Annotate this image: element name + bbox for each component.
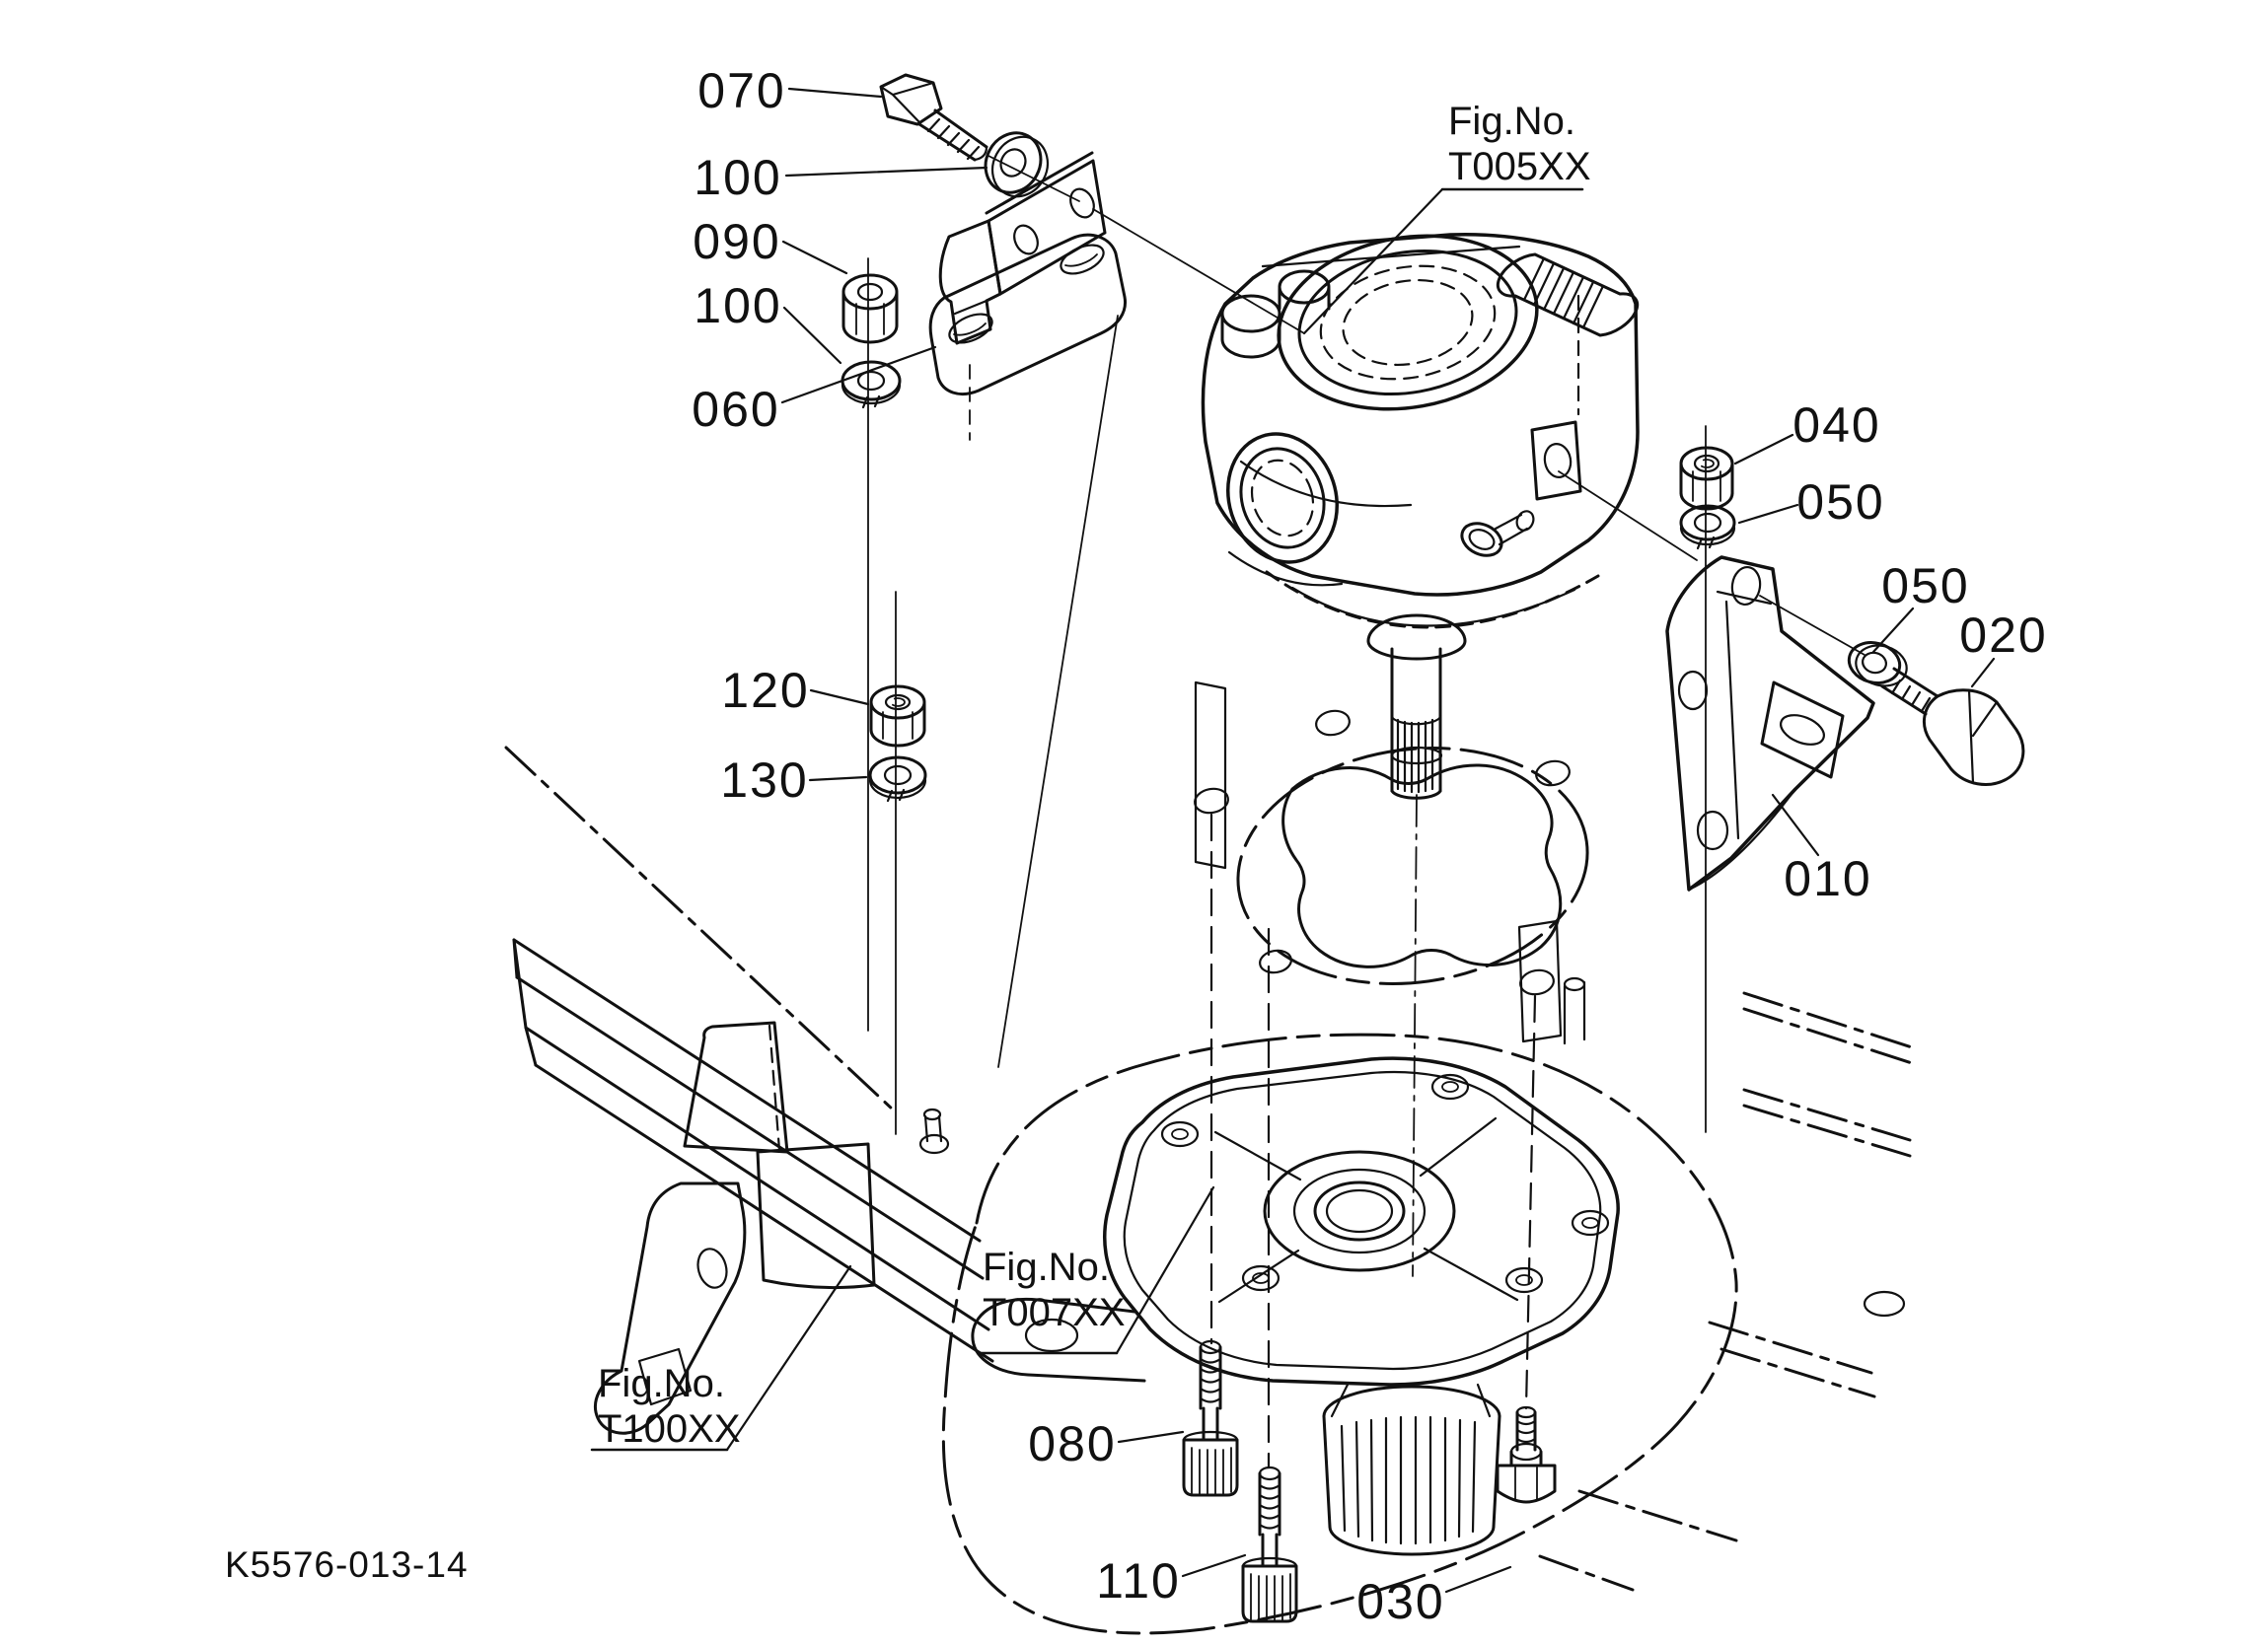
nut-040 — [1679, 446, 1734, 511]
mount-area-outline — [941, 1033, 1738, 1635]
leader-050-lower — [1871, 607, 1915, 654]
leader-100-upper — [784, 166, 988, 178]
leader-060 — [780, 345, 937, 404]
leader-130 — [808, 775, 868, 782]
frame-structure — [504, 680, 1914, 1635]
bolt-070 — [879, 73, 988, 162]
leader-070 — [787, 87, 883, 99]
spacer-090 — [841, 273, 899, 344]
washer-130 — [868, 755, 927, 803]
washer-050-upper — [1679, 504, 1736, 550]
leader-010 — [1771, 793, 1820, 857]
bolt-080 — [1182, 1339, 1239, 1497]
leader-090 — [781, 240, 848, 275]
bracket-010 — [1665, 555, 1875, 892]
nut-120 — [869, 684, 926, 748]
leader-030 — [1444, 1565, 1512, 1594]
bolt-030 — [1496, 1405, 1557, 1504]
leader-100-lower — [782, 306, 842, 365]
pump-assembly — [1201, 232, 1640, 800]
leader-020 — [1970, 657, 1996, 688]
leader-040 — [1733, 433, 1794, 465]
figref-leader-T100XX — [725, 1264, 852, 1452]
figref-leader-T005XX — [1302, 187, 1444, 335]
leader-120 — [809, 688, 870, 706]
bolt-110 — [1241, 1466, 1298, 1623]
cover-plate — [971, 1056, 1620, 1556]
gasket — [1194, 709, 1589, 996]
callout-leader-lines — [590, 87, 1996, 1594]
washer-100-upper — [984, 131, 1050, 198]
leader-110 — [1181, 1553, 1247, 1578]
washer-050-lower — [1847, 641, 1908, 687]
washer-100-lower — [841, 360, 902, 409]
bracket-060 — [928, 151, 1128, 395]
figref-leader-T007XX — [1115, 1185, 1215, 1355]
leader-080 — [1117, 1430, 1185, 1444]
bolt-020 — [1880, 667, 2025, 786]
leader-050-upper — [1737, 503, 1799, 525]
